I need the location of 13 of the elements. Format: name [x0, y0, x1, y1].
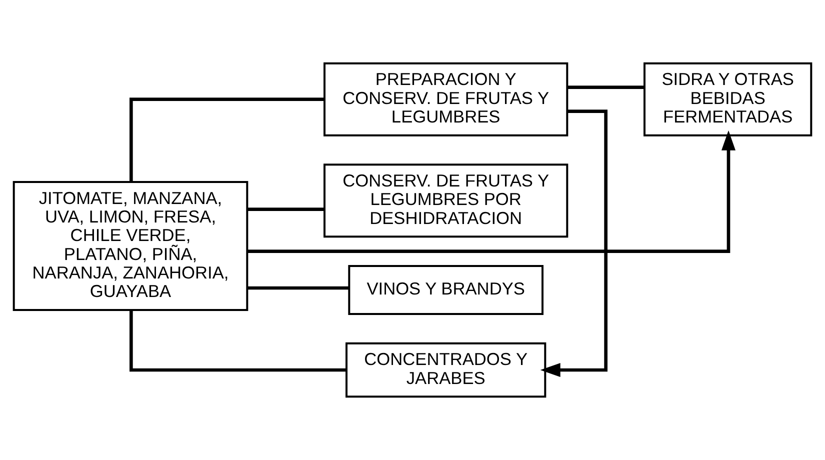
node-box: VINOS Y BRANDYS [348, 265, 544, 315]
connector [567, 86, 644, 89]
node-box: SIDRA Y OTRAS BEBIDAS FERMENTADAS [644, 62, 812, 136]
arrow [540, 110, 608, 378]
connector [247, 208, 324, 211]
connector [130, 310, 346, 372]
node-box: CONCENTRADOS Y JARABES [346, 342, 546, 398]
node-box: PREPARACION Y CONSERV. DE FRUTAS Y LEGUMBRES [324, 62, 568, 136]
node-box: JITOMATE, MANZANA, UVA, LIMON, FRESA, CHILE VERDE, PLATANO, PIÑA, NARANJA, ZANAHORIA, GUAYABA [12, 181, 248, 311]
connector [247, 286, 350, 290]
node-box: CONSERV. DE FRUTAS Y LEGUMBRES POR DESHIDRATACION [324, 164, 568, 238]
connector [130, 98, 324, 182]
arrow [247, 130, 736, 253]
